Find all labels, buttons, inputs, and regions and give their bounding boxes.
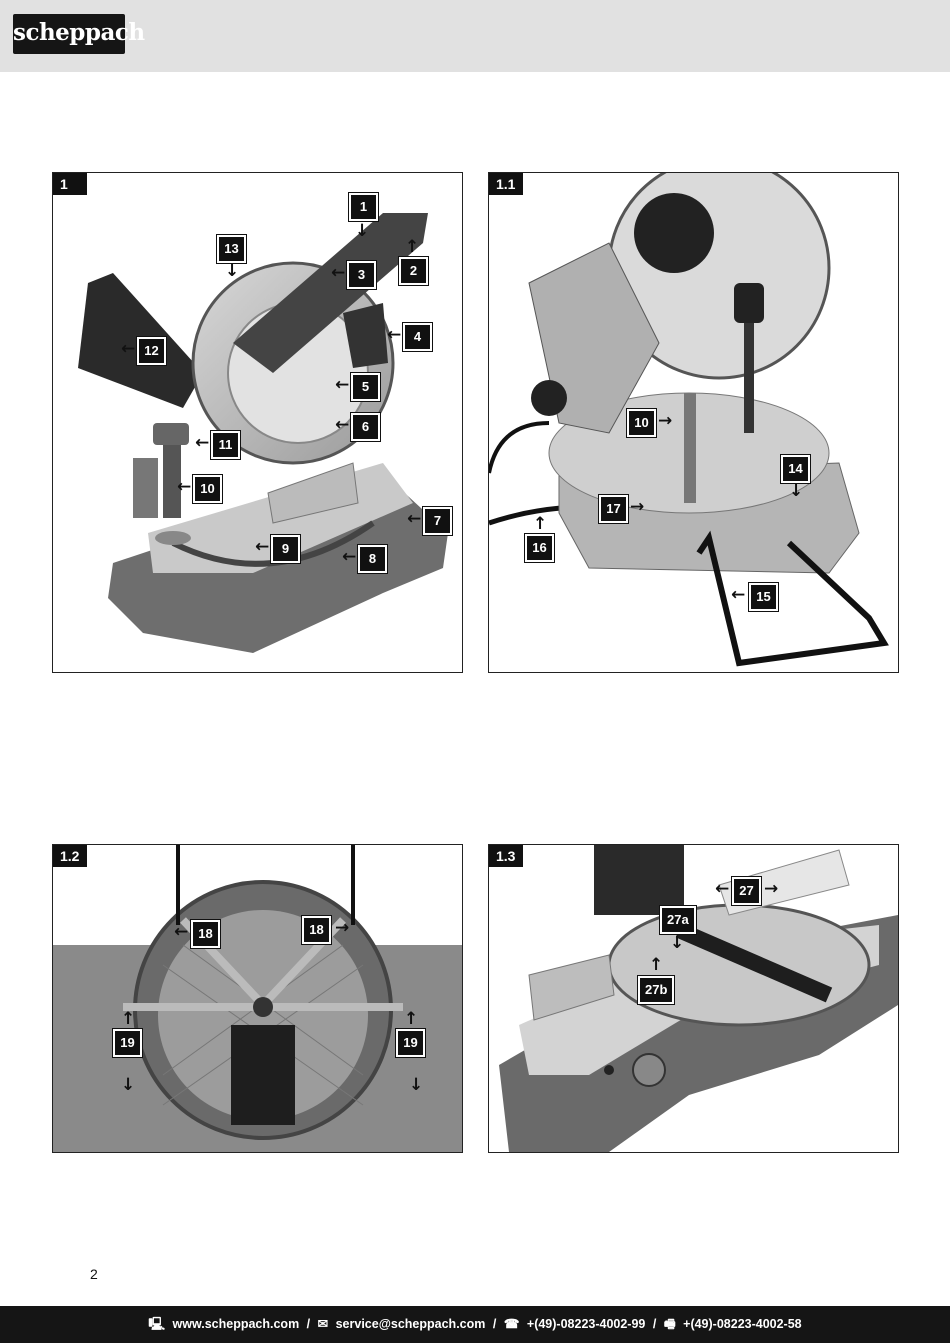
callout-27b: 27b bbox=[636, 975, 676, 1005]
footer-website[interactable]: www.scheppach.com bbox=[172, 1317, 300, 1331]
mail-icon: ✉ bbox=[317, 1317, 329, 1331]
figure-1-2-photo bbox=[53, 845, 462, 1152]
callout-9: 9 bbox=[270, 534, 301, 564]
arrow-left-icon: ← bbox=[255, 537, 270, 557]
callout-11: 11 bbox=[210, 430, 241, 460]
arrow-left-icon: ← bbox=[342, 547, 357, 567]
arrow-down-icon: ↓ bbox=[670, 933, 685, 953]
callout-2: 2 bbox=[398, 256, 429, 286]
figure-1-3-photo bbox=[499, 845, 898, 1152]
figure-label: 1.3 bbox=[489, 845, 523, 867]
arrow-left-icon: ← bbox=[331, 263, 346, 283]
callout-14: 14 bbox=[780, 454, 811, 484]
figure-1-1-photo bbox=[489, 173, 889, 667]
footer-separator: / bbox=[306, 1317, 311, 1331]
callout-16: 16 bbox=[524, 533, 555, 563]
callout-19-left: 19 bbox=[112, 1028, 143, 1058]
footer-phone: +(49)-08223-4002-99 bbox=[526, 1317, 646, 1331]
callout-13: 13 bbox=[216, 234, 247, 264]
arrow-left-icon: ← bbox=[387, 325, 402, 345]
callout-17: 17 bbox=[598, 494, 629, 524]
callout-8: 8 bbox=[357, 544, 388, 574]
arrow-down-icon: ↓ bbox=[121, 1075, 136, 1095]
footer-separator: / bbox=[652, 1317, 657, 1331]
arrow-left-icon: ← bbox=[407, 509, 422, 529]
arrow-left-icon: ← bbox=[731, 585, 746, 605]
figure-label: 1.1 bbox=[489, 173, 523, 195]
arrow-right-icon: → bbox=[764, 879, 779, 899]
arrow-down-icon: ↓ bbox=[225, 261, 240, 281]
callout-18-right: 18 bbox=[301, 915, 332, 945]
arrow-left-icon: ← bbox=[177, 477, 192, 497]
figure-1-panel: 1 1 ↓ 2 ↑ 3 ← 4 ← 5 ← 6 ← 7 ← 8 ← 9 ← 10… bbox=[52, 172, 463, 673]
arrow-right-icon: → bbox=[630, 497, 645, 517]
callout-10: 10 bbox=[626, 408, 657, 438]
arrow-down-icon: ↓ bbox=[409, 1075, 424, 1095]
callout-5: 5 bbox=[350, 372, 381, 402]
figure-1-photo bbox=[78, 213, 448, 653]
figure-label: 1.2 bbox=[53, 845, 87, 867]
arrow-left-icon: ← bbox=[121, 339, 136, 359]
callout-10: 10 bbox=[192, 474, 223, 504]
figure-1-1-panel: 1.1 10 → 14 ↓ 15 ← 16 ↑ 17 → bbox=[488, 172, 899, 673]
callout-12: 12 bbox=[136, 336, 167, 366]
page-number: 2 bbox=[90, 1266, 98, 1282]
phone-icon: ☎ bbox=[503, 1317, 520, 1331]
arrow-up-icon: ↑ bbox=[533, 514, 548, 534]
page-footer: 🖳 www.scheppach.com / ✉ service@scheppac… bbox=[0, 1306, 950, 1343]
callout-19-right: 19 bbox=[395, 1028, 426, 1058]
computer-icon: 🖳 bbox=[148, 1317, 166, 1331]
arrow-up-icon: ↑ bbox=[405, 237, 420, 257]
figure-1-3-panel: 1.3 27 ← → 27a ↓ 27b ↑ bbox=[488, 844, 899, 1153]
arrow-right-icon: → bbox=[335, 918, 350, 938]
footer-email[interactable]: service@scheppach.com bbox=[335, 1317, 486, 1331]
callout-15: 15 bbox=[748, 582, 779, 612]
callout-1: 1 bbox=[348, 192, 379, 222]
arrow-down-icon: ↓ bbox=[789, 481, 804, 501]
arrow-left-icon: ← bbox=[195, 433, 210, 453]
figure-label: 1 bbox=[53, 173, 87, 195]
arrow-right-icon: → bbox=[658, 411, 673, 431]
footer-separator: / bbox=[492, 1317, 497, 1331]
callout-27: 27 bbox=[731, 876, 762, 906]
callout-6: 6 bbox=[350, 412, 381, 442]
arrow-left-icon: ← bbox=[174, 922, 189, 942]
callout-18-left: 18 bbox=[190, 919, 221, 949]
footer-fax: +(49)-08223-4002-58 bbox=[683, 1317, 802, 1331]
arrow-down-icon: ↓ bbox=[355, 221, 370, 241]
callout-4: 4 bbox=[402, 322, 433, 352]
arrow-left-icon: ← bbox=[335, 415, 350, 435]
callout-7: 7 bbox=[422, 506, 453, 536]
fax-icon: 🖷 bbox=[663, 1317, 676, 1331]
scheppach-logo: scheppach bbox=[13, 14, 145, 54]
arrow-up-icon: ↑ bbox=[121, 1009, 136, 1029]
page-header: scheppach bbox=[0, 0, 950, 72]
arrow-up-icon: ↑ bbox=[404, 1009, 419, 1029]
arrow-up-icon: ↑ bbox=[649, 955, 664, 975]
callout-27a: 27a bbox=[659, 905, 697, 935]
callout-3: 3 bbox=[346, 260, 377, 290]
arrow-left-icon: ← bbox=[335, 375, 350, 395]
arrow-left-icon: ← bbox=[715, 879, 730, 899]
figure-1-2-panel: 1.2 18 ← 18 → 19 ↑ ↓ 19 ↑ ↓ bbox=[52, 844, 463, 1153]
